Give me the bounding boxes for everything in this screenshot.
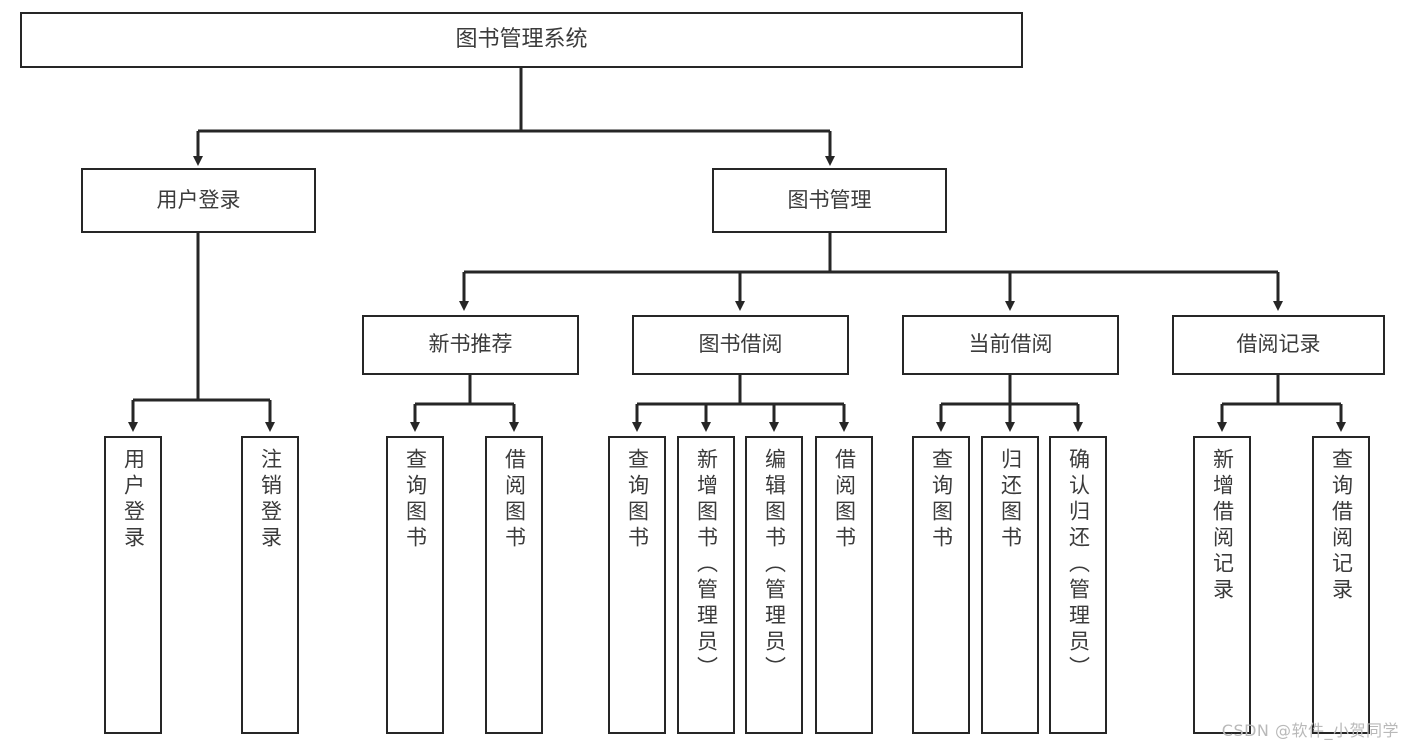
node-label: 借阅图书 — [502, 448, 527, 552]
node-label: 新增借阅记录 — [1210, 448, 1235, 604]
node-borrow-record[interactable]: 借阅记录 — [1172, 315, 1385, 375]
leaf-borrow-record-query-record[interactable]: 查询借阅记录 — [1312, 436, 1370, 734]
node-label: 图书借阅 — [698, 332, 783, 357]
node-user-login[interactable]: 用户登录 — [81, 168, 316, 233]
node-label: 当前借阅 — [968, 332, 1053, 357]
node-label: 注销登录 — [258, 448, 283, 552]
node-label: 归还图书 — [998, 448, 1023, 552]
leaf-book-borrow-edit-book-admin[interactable]: 编辑图书（管理员） — [745, 436, 803, 734]
leaf-user-login-logout[interactable]: 注销登录 — [241, 436, 299, 734]
leaf-current-borrow-confirm-return-admin[interactable]: 确认归还（管理员） — [1049, 436, 1107, 734]
node-book-management[interactable]: 图书管理 — [712, 168, 947, 233]
node-label: 查询图书 — [625, 448, 650, 552]
node-root-book-management-system[interactable]: 图书管理系统 — [20, 12, 1023, 68]
node-current-borrow[interactable]: 当前借阅 — [902, 315, 1119, 375]
node-label: 编辑图书（管理员） — [762, 448, 787, 682]
node-label: 用户登录 — [121, 448, 146, 552]
node-new-book-recommend[interactable]: 新书推荐 — [362, 315, 579, 375]
leaf-new-book-borrow-book[interactable]: 借阅图书 — [485, 436, 543, 734]
node-label: 借阅图书 — [832, 448, 857, 552]
node-book-borrow[interactable]: 图书借阅 — [632, 315, 849, 375]
node-label: 新增图书（管理员） — [694, 448, 719, 682]
leaf-book-borrow-add-book-admin[interactable]: 新增图书（管理员） — [677, 436, 735, 734]
leaf-new-book-query-book[interactable]: 查询图书 — [386, 436, 444, 734]
leaf-current-borrow-return-book[interactable]: 归还图书 — [981, 436, 1039, 734]
leaf-book-borrow-query-book[interactable]: 查询图书 — [608, 436, 666, 734]
node-label: 确认归还（管理员） — [1066, 448, 1091, 682]
node-label: 新书推荐 — [428, 332, 513, 357]
node-label: 查询图书 — [929, 448, 954, 552]
leaf-user-login-login[interactable]: 用户登录 — [104, 436, 162, 734]
node-label: 查询图书 — [403, 448, 428, 552]
node-label: 图书管理 — [787, 187, 872, 212]
node-label: 查询借阅记录 — [1329, 448, 1354, 604]
leaf-book-borrow-borrow-book[interactable]: 借阅图书 — [815, 436, 873, 734]
node-label: 借阅记录 — [1236, 332, 1321, 357]
leaf-current-borrow-query-book[interactable]: 查询图书 — [912, 436, 970, 734]
node-label: 用户登录 — [156, 187, 241, 212]
leaf-borrow-record-add-record[interactable]: 新增借阅记录 — [1193, 436, 1251, 734]
node-label: 图书管理系统 — [455, 26, 588, 52]
csdn-watermark: CSDN @软件_小贺同学 — [1221, 721, 1399, 740]
